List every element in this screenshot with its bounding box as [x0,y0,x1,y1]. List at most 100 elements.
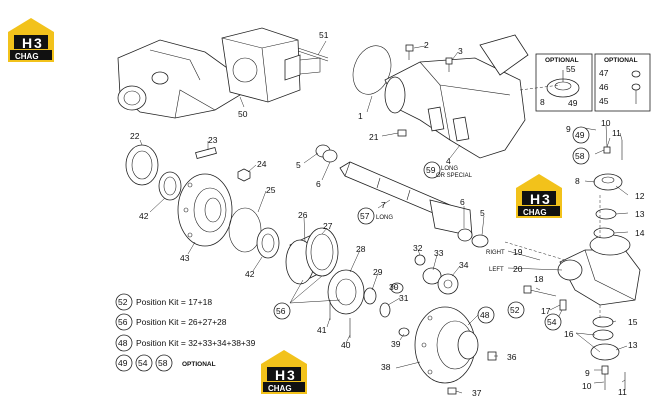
bolt-37-drawing [447,387,457,395]
grease-fittings-bottom-drawing [601,365,626,390]
callout-16: 16 [564,329,574,339]
callout-1: 1 [358,111,363,121]
callout-37: 37 [472,388,482,398]
bolt-2-drawing [405,44,414,60]
position-kit-legend: 52 Position Kit = 17+18 56 Position Kit … [115,293,256,372]
callout-10-top: 10 [601,118,611,128]
brand-logo-bottom: H 3 CHAG [261,350,307,394]
callout-10-bottom: 10 [582,381,592,391]
brand-logo-top: H 3 CHAG [8,18,54,62]
washer-31-drawing [379,302,391,318]
ring-6-top-drawing [322,149,338,163]
callout-32: 32 [413,243,423,253]
optional-box-left: OPTIONAL [535,53,593,112]
note-long-7: LONG [376,215,393,221]
note-left: LEFT [489,267,504,273]
legend-kit-48: Position Kit = 32+33+34+38+39 [136,338,256,348]
callout-22: 22 [130,131,140,141]
callout-46: 46 [599,82,609,92]
callout-39: 39 [391,339,401,349]
ring-gear-26-drawing [285,227,339,285]
legend-circled-48: 48 [118,338,128,348]
callout-50: 50 [238,109,248,119]
callout-23: 23 [208,135,218,145]
callout-9-bottom: 9 [585,368,590,378]
callout-27: 27 [323,221,333,231]
circled-48: 48 [480,310,490,320]
bolt-3-drawing [445,57,453,72]
svg-text:3: 3 [287,367,295,383]
callout-30: 30 [389,282,399,292]
hub-43-drawing [177,173,233,247]
svg-text:H: H [275,367,285,383]
legend-kit-56: Position Kit = 26+27+28 [136,317,227,327]
planet-gear-34-drawing [437,273,459,295]
legend-optional: OPTIONAL [182,361,216,368]
circled-54: 54 [547,317,557,327]
svg-text:H: H [530,191,540,207]
svg-text:3: 3 [542,191,550,207]
callout-8-right: 8 [575,176,580,186]
callout-15: 15 [628,317,638,327]
bearing-42-right-drawing [256,227,280,259]
bearing-42-left-drawing [158,171,182,201]
callout-28: 28 [356,244,366,254]
circled-56: 56 [276,306,286,316]
callout-11-top: 11 [612,128,621,138]
callout-12: 12 [635,191,645,201]
callout-26: 26 [298,210,308,220]
callout-11-bottom: 11 [618,387,627,397]
circled-52: 52 [510,305,520,315]
callout-19: 19 [513,247,523,257]
note-right: RIGHT [486,250,505,256]
planet-carrier-28-drawing [327,269,365,315]
circled-49-right: 49 [575,130,585,140]
callout-6-top: 6 [316,179,321,189]
callout-7: 7 [381,200,386,210]
legend-circled-54: 54 [138,358,148,368]
washer-29-drawing [363,287,377,305]
housing-50-drawing [221,27,321,103]
callout-9-top: 9 [566,124,571,134]
circled-callouts: 59 LONG OR SPECIAL 57 LONG 56 48 52 54 4… [273,98,590,331]
bolt-21-drawing [397,129,407,137]
leader-lines [139,40,629,394]
logo-letter: H [22,35,32,51]
brand-logo-middle: H 3 CHAG [516,174,562,218]
logo-word: CHAG [15,52,39,61]
callout-17: 17 [541,306,551,316]
callout-45: 45 [599,96,609,106]
axle-housing-left-drawing [117,39,241,119]
washer-32-drawing [414,254,426,266]
kingpin-cap-bottom-drawing [590,316,620,361]
callout-2: 2 [424,40,429,50]
callout-43: 43 [180,253,190,263]
callout-5-top: 5 [296,160,301,170]
callout-31: 31 [399,293,409,303]
callout-24: 24 [257,159,267,169]
bolt-51-drawing [297,47,329,62]
legend-circled-52: 52 [118,297,128,307]
callout-36: 36 [507,352,517,362]
note-or-special: OR SPECIAL [436,173,473,179]
seal-22-drawing [125,144,159,186]
callout-20: 20 [513,264,523,274]
callout-14: 14 [635,228,645,238]
callout-41: 41 [317,325,327,335]
callout-6-bottom: 6 [460,197,465,207]
ring-6-bottom-drawing [457,228,473,242]
assembly-dashed-lines [504,84,601,318]
legend-circled-58: 58 [158,358,168,368]
wheel-hub-38-drawing [414,306,479,384]
circled-59: 59 [426,165,436,175]
svg-text:CHAG: CHAG [523,208,547,217]
callout-33: 33 [434,248,444,258]
label-49-optional-box: 49 [568,98,578,108]
callout-25: 25 [266,185,276,195]
optional-label-left: OPTIONAL [545,57,579,64]
callout-40: 40 [341,340,351,350]
callout-4: 4 [446,156,451,166]
callout-labels: 51 50 1 2 3 4 21 5 6 7 6 5 22 42 23 24 2… [130,30,645,398]
callout-3: 3 [458,46,463,56]
